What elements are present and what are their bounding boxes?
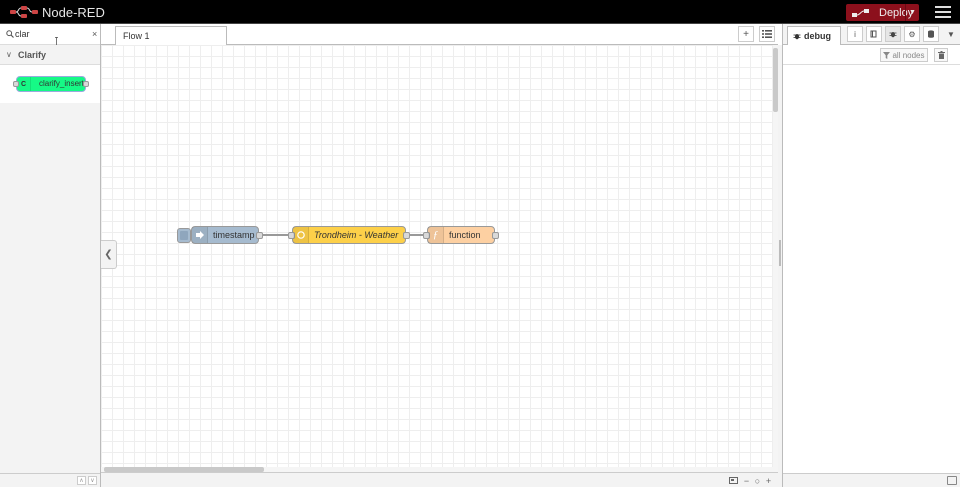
palette-node-input-port bbox=[13, 81, 19, 87]
tab-flow-1[interactable]: Flow 1 bbox=[115, 26, 227, 45]
zoom-in-icon[interactable]: + bbox=[765, 475, 772, 486]
workspace-tabs-bar: Flow 1 + bbox=[101, 24, 778, 45]
input-port[interactable] bbox=[288, 232, 295, 239]
chevron-down-icon: ∨ bbox=[6, 50, 12, 59]
list-flows-icon[interactable] bbox=[759, 26, 775, 42]
deploy-options-caret-icon[interactable]: ▼ bbox=[905, 4, 919, 21]
vertical-scrollbar[interactable] bbox=[773, 45, 778, 467]
zoom-reset-icon[interactable]: ○ bbox=[754, 475, 761, 486]
main-menu-hamburger-icon[interactable] bbox=[935, 6, 951, 18]
expand-all-icon[interactable]: ∨ bbox=[88, 476, 97, 485]
header-bar: Node-RED Deploy ▼ bbox=[0, 0, 960, 24]
add-flow-button[interactable]: + bbox=[738, 26, 754, 42]
gear-icon[interactable]: ⚙ bbox=[904, 26, 920, 42]
output-port[interactable] bbox=[256, 232, 263, 239]
sidebar-tabs: debug i ⚙ ▼ bbox=[783, 24, 960, 45]
flow-node-function[interactable]: ƒ function bbox=[423, 226, 499, 244]
workspace-canvas[interactable] bbox=[101, 45, 773, 467]
deploy-label: Deploy bbox=[879, 6, 914, 19]
flow-node-label: function bbox=[449, 230, 481, 240]
sidebar-tab-label: debug bbox=[804, 31, 831, 41]
debug-filter-label: all nodes bbox=[892, 50, 925, 60]
navigator-icon[interactable] bbox=[728, 475, 739, 486]
wire[interactable] bbox=[260, 234, 292, 236]
palette: clar × ∨ Clarify C clarify_insert ∧ ∨ bbox=[0, 24, 101, 487]
search-icon bbox=[6, 30, 14, 38]
deploy-button[interactable]: Deploy ▼ bbox=[846, 4, 919, 21]
palette-category-label: Clarify bbox=[18, 50, 47, 60]
book-icon[interactable] bbox=[866, 26, 882, 42]
output-port[interactable] bbox=[492, 232, 499, 239]
palette-search-input[interactable]: clar bbox=[15, 29, 30, 39]
sidebar-footer bbox=[783, 473, 960, 487]
search-clear-icon[interactable]: × bbox=[92, 29, 98, 39]
clarify-node-icon: C bbox=[17, 77, 31, 91]
sidebar-resize-handle[interactable] bbox=[778, 45, 782, 487]
palette-node-clarify-insert[interactable]: C clarify_insert bbox=[13, 76, 89, 92]
palette-node-output-port bbox=[83, 81, 89, 87]
horizontal-scrollbar[interactable] bbox=[101, 467, 778, 472]
inject-trigger-button[interactable] bbox=[177, 228, 191, 243]
tab-debug[interactable]: debug bbox=[787, 26, 841, 45]
collapse-all-icon[interactable]: ∧ bbox=[77, 476, 86, 485]
bug-icon[interactable] bbox=[885, 26, 901, 42]
popout-window-icon[interactable] bbox=[947, 476, 957, 485]
zoom-out-icon[interactable]: − bbox=[743, 475, 750, 486]
wire[interactable] bbox=[406, 234, 427, 236]
palette-category-header[interactable]: ∨ Clarify bbox=[0, 45, 100, 65]
caret-down-icon[interactable]: ▼ bbox=[947, 29, 955, 39]
palette-search[interactable]: clar × bbox=[0, 24, 100, 46]
debug-toolbar: all nodes bbox=[783, 45, 960, 65]
app-title: Node-RED bbox=[42, 4, 105, 20]
database-icon[interactable] bbox=[923, 26, 939, 42]
function-icon: ƒ bbox=[428, 227, 444, 243]
logo: Node-RED bbox=[10, 4, 105, 20]
trash-icon[interactable] bbox=[934, 48, 948, 62]
debug-filter-button[interactable]: all nodes bbox=[880, 48, 928, 62]
palette-category-body: C clarify_insert bbox=[0, 65, 100, 103]
output-port[interactable] bbox=[403, 232, 410, 239]
bug-icon bbox=[793, 34, 801, 40]
workspace-footer: − ○ + bbox=[101, 472, 778, 487]
flow-node-label: timestamp bbox=[213, 230, 255, 240]
tab-label: Flow 1 bbox=[123, 31, 150, 41]
input-port[interactable] bbox=[423, 232, 430, 239]
right-sidebar: debug i ⚙ ▼ all nodes bbox=[782, 24, 960, 487]
node-red-logo-icon bbox=[10, 6, 38, 18]
deploy-icon bbox=[852, 8, 869, 17]
flow-node-label: Trondheim - Weather bbox=[314, 230, 399, 240]
flow-node-timestamp[interactable]: timestamp bbox=[191, 226, 263, 244]
filter-icon bbox=[883, 51, 891, 59]
palette-node-label: clarify_insert bbox=[39, 79, 84, 88]
sun-icon bbox=[293, 227, 309, 243]
arrow-right-icon bbox=[192, 227, 208, 243]
info-icon[interactable]: i bbox=[847, 26, 863, 42]
palette-toggle-chevron-left-icon[interactable]: ❮ bbox=[101, 240, 117, 269]
palette-footer: ∧ ∨ bbox=[0, 473, 100, 487]
flow-node-weather[interactable]: Trondheim - Weather bbox=[288, 226, 410, 244]
